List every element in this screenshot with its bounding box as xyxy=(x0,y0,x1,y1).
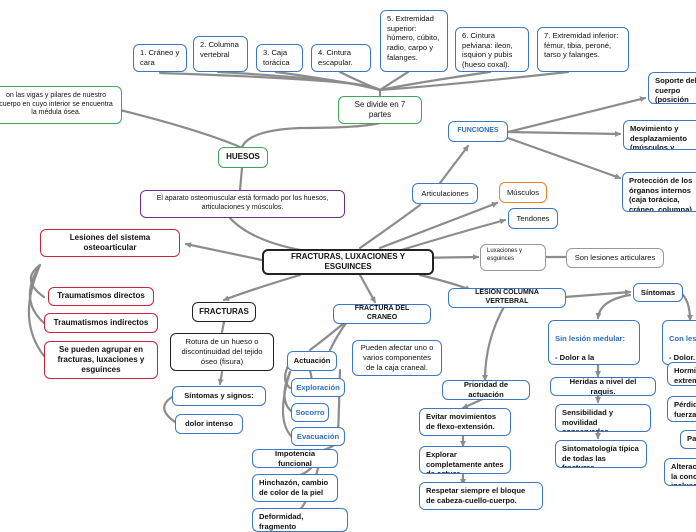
articulaciones-node[interactable]: Articulaciones xyxy=(412,183,478,204)
sin-lesion-body: - Dolor a la compresión local y palpació… xyxy=(555,353,624,364)
fracturas-definition[interactable]: Rotura de un hueso o discontinuidad del … xyxy=(170,333,274,371)
musculos-node[interactable]: Músculos xyxy=(499,182,547,203)
function-movimiento[interactable]: Movimiento y desplazamiento (músculos y … xyxy=(623,120,696,150)
divide-node[interactable]: Se divide en 7 partes xyxy=(338,96,422,124)
con-lesion-paralisis[interactable]: Parálisis xyxy=(680,430,696,449)
socorro-node[interactable]: Socorro xyxy=(291,403,329,422)
fractura-craneo-node[interactable]: FRACTURA DEL CRANEO xyxy=(333,304,431,324)
sintomas-columna-node[interactable]: Síntomas xyxy=(633,283,683,302)
actuacion-node[interactable]: Actuación xyxy=(287,351,337,371)
sin-lesion-heridas[interactable]: Heridas a nivel del raquis. xyxy=(550,377,656,396)
function-soporte[interactable]: Soporte del cuerpo (posición erecta). xyxy=(648,72,696,104)
priority-explorar[interactable]: Explorar completamente antes de actuar. xyxy=(419,446,511,474)
con-lesion-hormigueo[interactable]: Hormigueo extremidades xyxy=(667,362,696,386)
symptom-hinchazon[interactable]: Hinchazón, cambio de color de la piel xyxy=(252,474,338,502)
traumatismos-indirectos[interactable]: Traumatismos indirectos xyxy=(44,313,158,333)
exploracion-node[interactable]: Exploración xyxy=(291,378,345,397)
priority-respetar[interactable]: Respetar siempre el bloque de cabeza-cue… xyxy=(419,482,543,510)
fracturas-node[interactable]: FRACTURAS xyxy=(192,302,256,322)
central-topic[interactable]: FRACTURAS, LUXACIONES Y ESGUINCES xyxy=(262,249,434,275)
lesiones-articulares-node[interactable]: Son lesiones articulares xyxy=(566,248,664,268)
con-lesion-node[interactable]: Con lesión - Dolor. xyxy=(662,320,696,365)
dolor-intenso-node[interactable]: dolor intenso xyxy=(175,414,243,434)
traumatismos-directos[interactable]: Traumatismos directos xyxy=(48,287,154,306)
part-extremidad-superior[interactable]: 5. Extremidad superior: húmero, cúbito, … xyxy=(380,10,448,72)
sin-lesion-node[interactable]: Sin lesión medular: - Dolor a la compres… xyxy=(548,320,640,365)
evacuacion-node[interactable]: Evacuación xyxy=(291,427,345,446)
con-lesion-perdida[interactable]: Pérdida de fuerza en extremidades xyxy=(667,396,696,422)
part-cintura-pelviana[interactable]: 6. Cintura pelviana: ileon, isquion y pu… xyxy=(455,27,529,72)
funciones-node[interactable]: FUNCIONES xyxy=(448,121,508,142)
part-craneo[interactable]: 1. Cráneo y cara xyxy=(133,44,187,72)
lesion-columna-node[interactable]: LESIÓN COLUMNA VERTEBRAL xyxy=(448,288,566,308)
priority-evitar[interactable]: Evitar movimientos de flexo-extensión. xyxy=(419,408,511,436)
luxaciones-node[interactable]: Luxaciones y esguinces xyxy=(480,244,546,271)
part-cintura-escapular[interactable]: 4. Cintura escapular. xyxy=(311,44,371,72)
lesiones-node[interactable]: Lesiones del sistema osteoarticular xyxy=(40,229,180,257)
craneo-description[interactable]: Pueden afectar uno o varios componentes … xyxy=(352,340,442,376)
sin-lesion-sintomatologia[interactable]: Sintomatología típica de todas las fract… xyxy=(555,440,647,468)
symptom-impotencia[interactable]: Impotencia funcional xyxy=(252,449,338,468)
tendones-node[interactable]: Tendones xyxy=(508,208,558,229)
symptom-deformidad[interactable]: Deformidad, fragmento xyxy=(252,508,348,532)
huesos-definition[interactable]: on las vigas y pilares de nuestro cuerpo… xyxy=(0,86,122,124)
huesos-node[interactable]: HUESOS xyxy=(218,147,268,168)
part-columna[interactable]: 2. Columna vertebral xyxy=(193,36,248,72)
sintomas-signos-node[interactable]: Síntomas y signos: xyxy=(172,386,266,406)
sin-lesion-sensibilidad[interactable]: Sensibilidad y movilidad conservadas. xyxy=(555,404,651,432)
part-extremidad-inferior[interactable]: 7. Extremidad inferior: fémur, tibia, pe… xyxy=(537,27,629,72)
con-lesion-title: Con lesión xyxy=(669,333,696,343)
con-lesion-alteracion[interactable]: Alteración de la conciencia incluso xyxy=(664,458,696,486)
prioridad-node[interactable]: Prioridad de actuación xyxy=(442,380,530,400)
function-proteccion[interactable]: Protección de los órganos internos (caja… xyxy=(622,172,696,212)
part-caja-toracica[interactable]: 3. Caja torácica xyxy=(256,44,303,72)
agrupar-node[interactable]: Se pueden agrupar en fracturas, luxacion… xyxy=(44,341,158,379)
huesos-description[interactable]: El aparato osteomuscular está formado po… xyxy=(140,190,345,218)
sin-lesion-title: Sin lesión medular: xyxy=(555,333,626,343)
con-lesion-body: - Dolor. xyxy=(669,353,696,363)
